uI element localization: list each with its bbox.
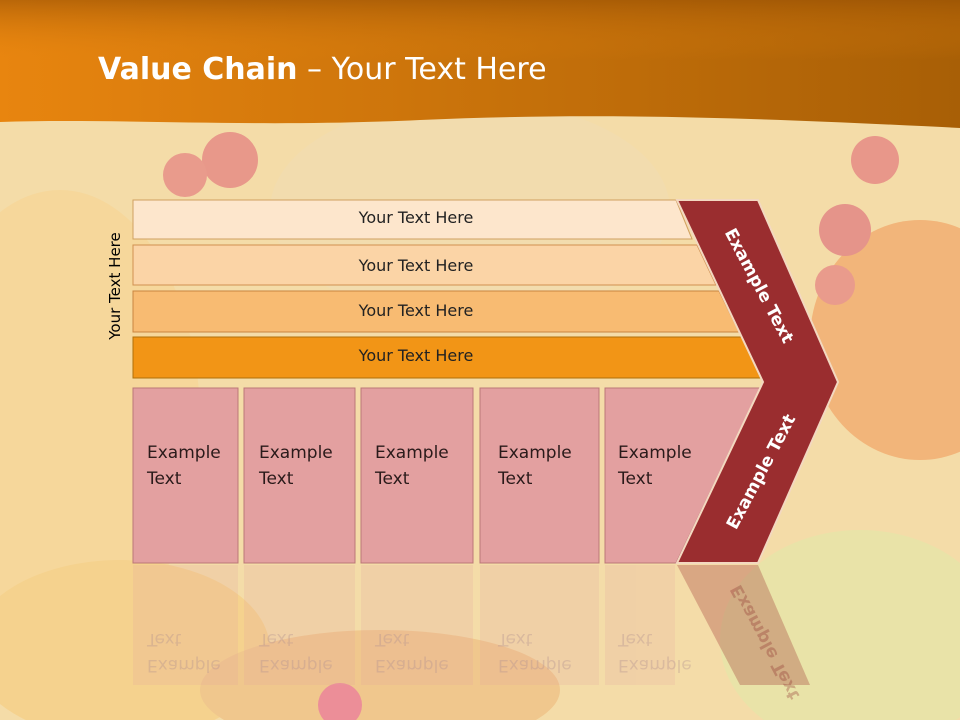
primary-column-2 bbox=[243, 387, 356, 564]
row-label-2: Your Text Here bbox=[358, 256, 474, 275]
column-label-5: Example Text bbox=[618, 440, 692, 492]
column-label-2-line2: Text bbox=[259, 469, 294, 489]
support-row-1 bbox=[132, 199, 693, 240]
primary-column-4 bbox=[479, 387, 600, 564]
column-label-1-line2: Text bbox=[147, 469, 182, 489]
column-label-4-line1: Example bbox=[498, 443, 572, 463]
primary-column-3 bbox=[360, 387, 474, 564]
title-bold: Value Chain bbox=[98, 52, 298, 87]
column-label-1: Example Text bbox=[147, 440, 221, 492]
row-label-4: Your Text Here bbox=[358, 346, 474, 365]
row-label-1: Your Text Here bbox=[358, 208, 474, 227]
row-label-3: Your Text Here bbox=[358, 301, 474, 320]
column-label-4: Example Text bbox=[498, 440, 572, 492]
column-label-3-line1: Example bbox=[375, 443, 449, 463]
column-label-4-line2: Text bbox=[498, 469, 533, 489]
slide-title: Value Chain – Your Text Here bbox=[98, 52, 547, 87]
title-rest: – Your Text Here bbox=[297, 52, 547, 87]
margin-chevron bbox=[675, 199, 840, 564]
column-label-1-line1: Example bbox=[147, 443, 221, 463]
primary-column-1 bbox=[132, 387, 239, 564]
column-label-5-line1: Example bbox=[618, 443, 692, 463]
column-label-2-line1: Example bbox=[259, 443, 333, 463]
column-label-2: Example Text bbox=[259, 440, 333, 492]
support-row-2 bbox=[132, 244, 717, 286]
column-label-3: Example Text bbox=[375, 440, 449, 492]
column-label-5-line2: Text bbox=[618, 469, 653, 489]
column-label-3-line2: Text bbox=[375, 469, 410, 489]
